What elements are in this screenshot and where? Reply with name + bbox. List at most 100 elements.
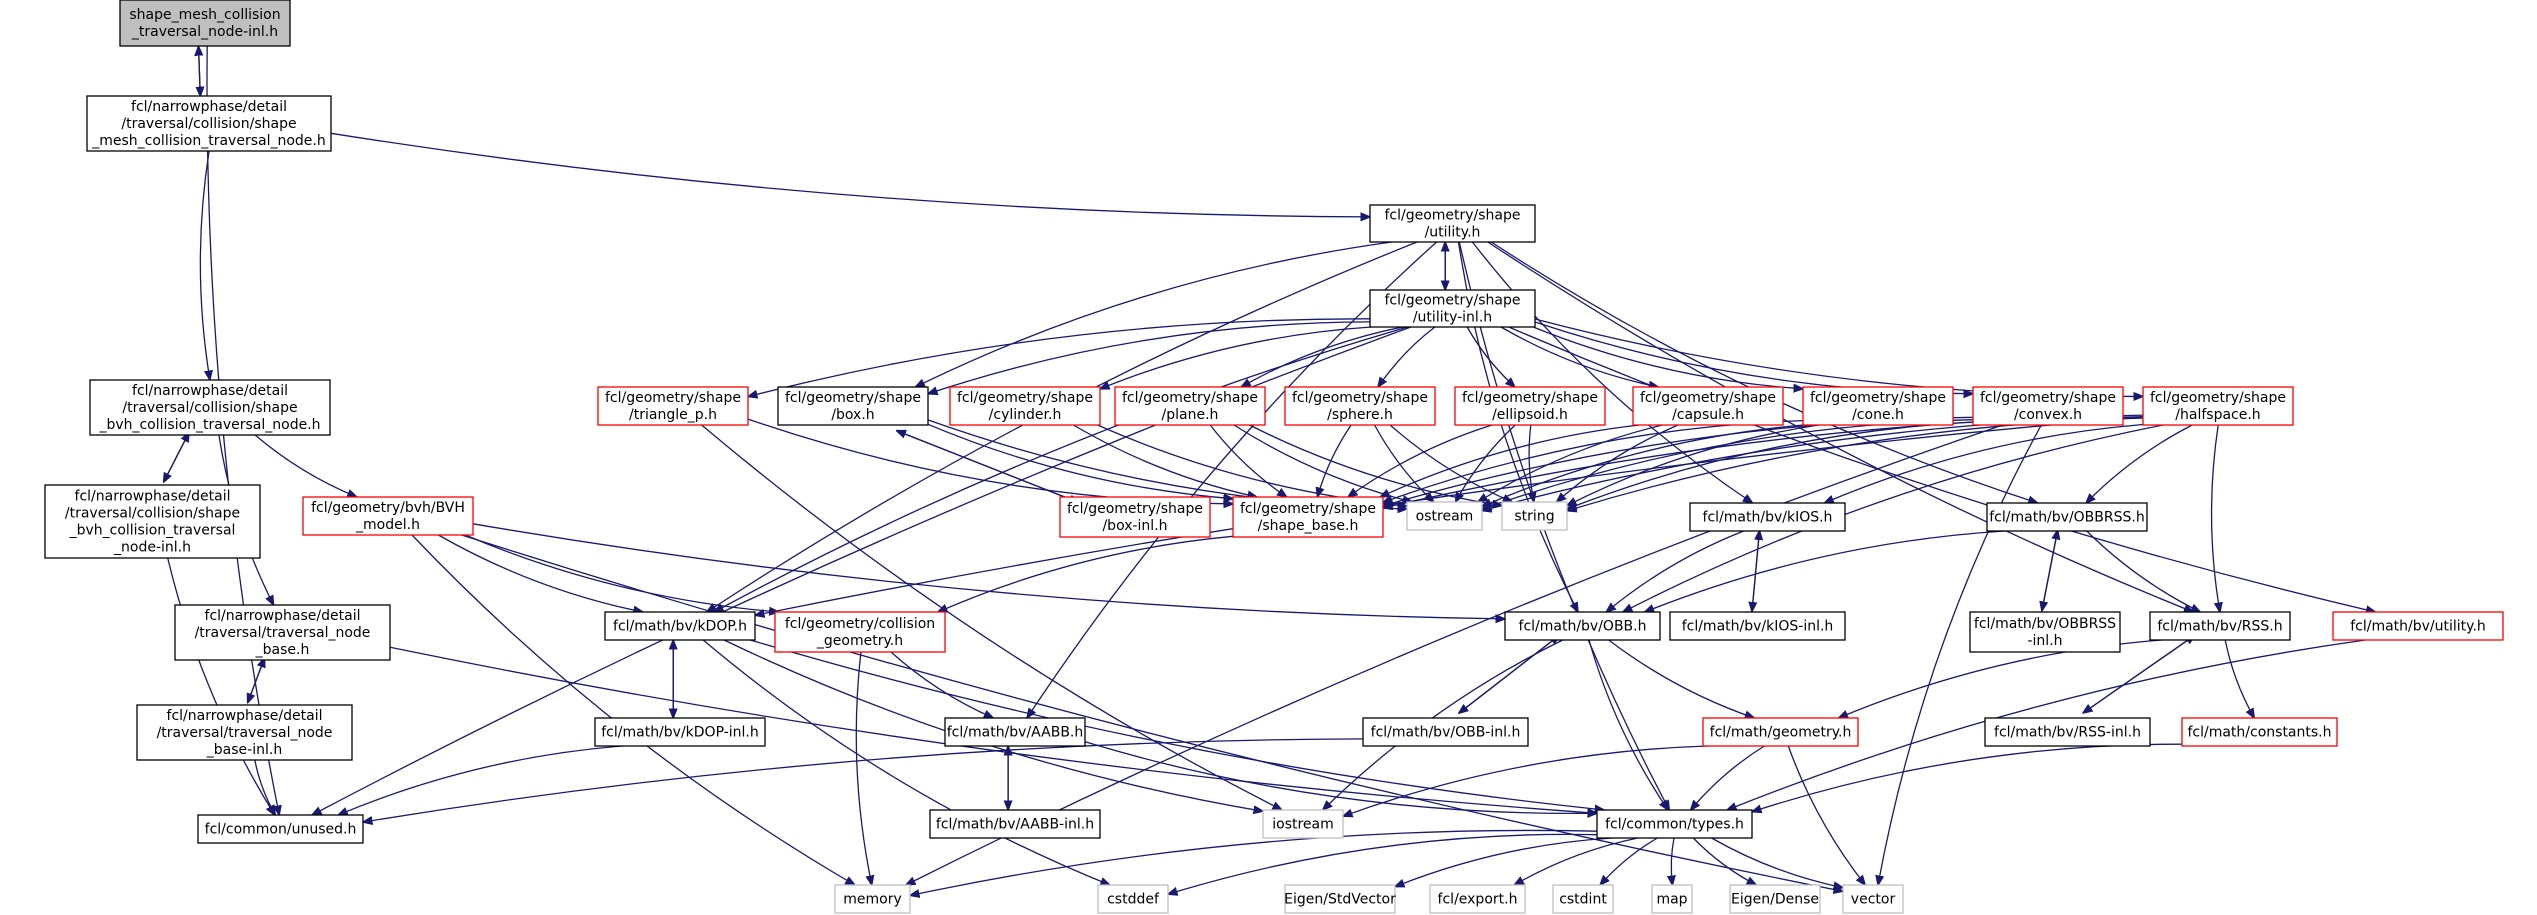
- node-label-line: fcl/geometry/shape: [1240, 501, 1376, 517]
- node-label-line: fcl/geometry/shape: [605, 390, 741, 406]
- node-label-line: fcl/math/bv/RSS-inl.h: [1994, 725, 2141, 741]
- edge-types-to-cstddef: [1168, 833, 1598, 894]
- node-types[interactable]: fcl/common/types.h: [1596, 809, 1753, 839]
- node-smctn[interactable]: fcl/narrowphase/detail/traversal/collisi…: [86, 95, 332, 152]
- node-box: [604, 611, 756, 641]
- node-kdop[interactable]: fcl/math/bv/kDOP.h: [604, 611, 756, 641]
- edge-util-to-kdop: [707, 241, 1418, 612]
- edge-types-to-eigenstd: [1395, 837, 1613, 887]
- node-label-line: fcl/math/bv/kIOS.h: [1703, 510, 1833, 526]
- edge-sbctn-to-bvhmodel: [254, 434, 357, 497]
- edge-types-to-memory: [910, 829, 1598, 895]
- node-obbrss[interactable]: fcl/math/bv/OBBRSS.h: [1986, 502, 2148, 532]
- node-mathgeo[interactable]: fcl/math/geometry.h: [1702, 717, 1859, 747]
- edge-utilinl-to-kdop: [714, 326, 1408, 612]
- node-label-line: fcl/narrowphase/detail: [131, 99, 287, 115]
- node-label-line: fcl/geometry/shape: [957, 390, 1093, 406]
- node-label-line: vector: [1851, 892, 1896, 908]
- node-label-line: fcl/geometry/shape: [1122, 390, 1258, 406]
- edge-smctn-to-root: [199, 46, 201, 97]
- node-constants[interactable]: fcl/math/constants.h: [2181, 717, 2338, 747]
- node-label-line: /traversal/collision/shape: [65, 506, 240, 522]
- node-box: [89, 379, 331, 436]
- node-tnb[interactable]: fcl/narrowphase/detail/traversal/travers…: [174, 604, 391, 661]
- node-vector: vector: [1842, 884, 1904, 914]
- node-box: [302, 496, 474, 536]
- node-label-line: /halfspace.h: [2175, 407, 2260, 423]
- node-box: [197, 814, 364, 844]
- node-util[interactable]: fcl/geometry/shape/utility.h: [1369, 204, 1536, 243]
- node-cone[interactable]: fcl/geometry/shape/cone.h: [1802, 386, 1954, 426]
- node-box: [86, 95, 332, 152]
- node-bvhmodel[interactable]: fcl/geometry/bvh/BVH_model.h: [302, 496, 474, 536]
- node-box[interactable]: fcl/geometry/shape/box.h: [777, 386, 929, 426]
- node-box: [774, 611, 946, 653]
- node-kios[interactable]: fcl/math/bv/kIOS.h: [1689, 502, 1846, 532]
- edge-constants-to-types: [1752, 743, 2183, 812]
- node-kiosinl[interactable]: fcl/math/bv/kIOS-inl.h: [1669, 611, 1846, 641]
- edge-bvhmodel-to-collgeo: [465, 534, 778, 612]
- node-caps[interactable]: fcl/geometry/shape/capsule.h: [1632, 386, 1784, 426]
- node-label-line: /convex.h: [2014, 407, 2082, 423]
- node-collgeo[interactable]: fcl/geometry/collision_geometry.h: [774, 611, 946, 653]
- node-mathutil[interactable]: fcl/math/bv/utility.h: [2332, 611, 2504, 641]
- node-obbrssinl[interactable]: fcl/math/bv/OBBRSS-inl.h: [1969, 611, 2121, 653]
- node-convex[interactable]: fcl/geometry/shape/convex.h: [1972, 386, 2124, 426]
- edge-sbctninl-to-sbctn: [162, 432, 190, 483]
- node-label-line: /traversal/traversal_node: [195, 625, 371, 641]
- node-label-line: fcl/math/geometry.h: [1710, 725, 1852, 741]
- node-box: [136, 704, 353, 761]
- node-utilinl[interactable]: fcl/geometry/shape/utility-inl.h: [1369, 289, 1536, 328]
- node-label-line: fcl/geometry/shape: [1384, 208, 1520, 224]
- node-tnbinl[interactable]: fcl/narrowphase/detail/traversal/travers…: [136, 704, 353, 761]
- node-shapebase[interactable]: fcl/geometry/shape/shape_base.h: [1232, 496, 1384, 538]
- edge-utilinl-to-half: [1534, 318, 2143, 396]
- node-label-line: fcl/math/bv/utility.h: [2350, 619, 2486, 635]
- edge-obbinl-to-unused: [363, 738, 1364, 822]
- node-label-line: fcl/math/bv/OBB.h: [1519, 619, 1647, 635]
- node-boxinl[interactable]: fcl/geometry/shape/box-inl.h: [1059, 496, 1211, 538]
- node-label-line: _bvh_collision_traversal_node.h: [98, 417, 320, 433]
- node-aabb[interactable]: fcl/math/bv/AABB.h: [944, 717, 1086, 747]
- node-box: [2142, 386, 2294, 426]
- node-label-line: fcl/geometry/shape: [1462, 390, 1598, 406]
- node-box: [1632, 386, 1784, 426]
- node-obbinl[interactable]: fcl/math/bv/OBB-inl.h: [1362, 717, 1529, 747]
- node-string: string: [1501, 501, 1568, 531]
- node-box: [1969, 611, 2121, 653]
- node-plane[interactable]: fcl/geometry/shape/plane.h: [1114, 386, 1266, 426]
- node-sbctn[interactable]: fcl/narrowphase/detail/traversal/collisi…: [89, 379, 331, 436]
- edge-box-to-shapebase: [927, 423, 1233, 498]
- node-box: [777, 386, 929, 426]
- edge-convex-to-memory: [906, 424, 2003, 885]
- node-box: [1429, 884, 1526, 914]
- node-label-line: /shape_base.h: [1258, 518, 1359, 534]
- node-box: [1284, 884, 1396, 914]
- node-rss[interactable]: fcl/math/bv/RSS.h: [2149, 611, 2291, 641]
- node-root: shape_mesh_collision_traversal_node-inl.…: [119, 0, 291, 47]
- node-tri[interactable]: fcl/geometry/shape/triangle_p.h: [597, 386, 749, 426]
- edge-aabb-to-types: [1084, 741, 1597, 814]
- node-sphere[interactable]: fcl/geometry/shape/sphere.h: [1284, 386, 1436, 426]
- edge-sphere-to-shapebase: [1317, 424, 1352, 497]
- node-box: [1284, 386, 1436, 426]
- node-unused[interactable]: fcl/common/unused.h: [197, 814, 364, 844]
- edge-obbrss-to-obb: [1645, 530, 2005, 612]
- node-aabbinl[interactable]: fcl/math/bv/AABB-inl.h: [929, 809, 1101, 839]
- node-box: [2332, 611, 2504, 641]
- node-kdopinl[interactable]: fcl/math/bv/kDOP-inl.h: [594, 717, 766, 747]
- edge-util-to-box: [915, 241, 1392, 387]
- node-sbctninl[interactable]: fcl/narrowphase/detail/traversal/collisi…: [44, 484, 261, 559]
- edge-util-to-rss: [1487, 241, 2194, 612]
- node-half[interactable]: fcl/geometry/shape/halfspace.h: [2142, 386, 2294, 426]
- node-obb[interactable]: fcl/math/bv/OBB.h: [1504, 611, 1661, 641]
- node-label-line: /cylinder.h: [989, 407, 1062, 423]
- node-ellip[interactable]: fcl/geometry/shape/ellipsoid.h: [1454, 386, 1606, 426]
- node-box: [1362, 717, 1529, 747]
- node-label-line: /traversal/collision/shape: [122, 400, 297, 416]
- node-rssinl[interactable]: fcl/math/bv/RSS-inl.h: [1984, 717, 2151, 747]
- node-label-line: Eigen/StdVector: [1284, 892, 1396, 908]
- node-label-line: cstdint: [1559, 892, 1607, 908]
- node-cyl[interactable]: fcl/geometry/shape/cylinder.h: [949, 386, 1101, 426]
